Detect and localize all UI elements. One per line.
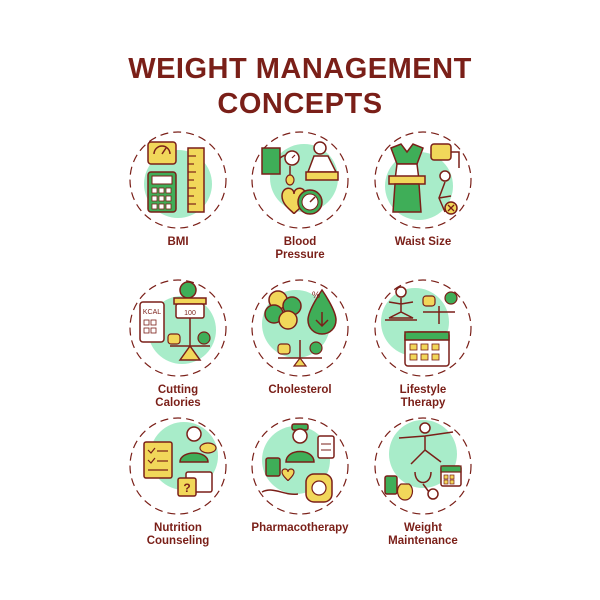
concept-label-bmi: BMI	[167, 236, 189, 248]
scale-calculator-ruler-icon	[129, 131, 227, 229]
blood-pressure-monitor-icon	[251, 131, 349, 229]
doctor-pills-icon	[251, 417, 349, 515]
exercise-stethoscope-icon	[374, 417, 472, 515]
concept-tile-bmi: BMI	[103, 128, 253, 249]
concept-tile-pharmacotherapy: Pharmacotherapy	[225, 414, 375, 535]
nutritionist-checklist-icon: ?	[129, 417, 227, 515]
concept-label-pharmacotherapy: Pharmacotherapy	[251, 522, 349, 534]
svg-text:%: %	[312, 290, 320, 300]
svg-text:100: 100	[184, 310, 196, 317]
concept-label-cholesterol: Cholesterol	[268, 384, 332, 396]
svg-text:?: ?	[183, 481, 190, 495]
waist-measuring-tape-icon	[374, 131, 472, 229]
concept-label-waist-size: Waist Size	[394, 236, 452, 248]
concept-tile-cholesterol: % Cholesterol	[225, 276, 375, 397]
yoga-calendar-icon	[374, 279, 472, 377]
page-title-line-1: WEIGHT MANAGEMENT	[128, 53, 472, 85]
kcal-scale-icon: KCAL 100	[129, 279, 227, 377]
svg-text:KCAL: KCAL	[143, 309, 161, 316]
concept-tile-waist-size: Waist Size	[348, 128, 498, 249]
cholesterol-drop-icon: %	[251, 279, 349, 377]
page-title-line-2: CONCEPTS	[217, 88, 383, 120]
